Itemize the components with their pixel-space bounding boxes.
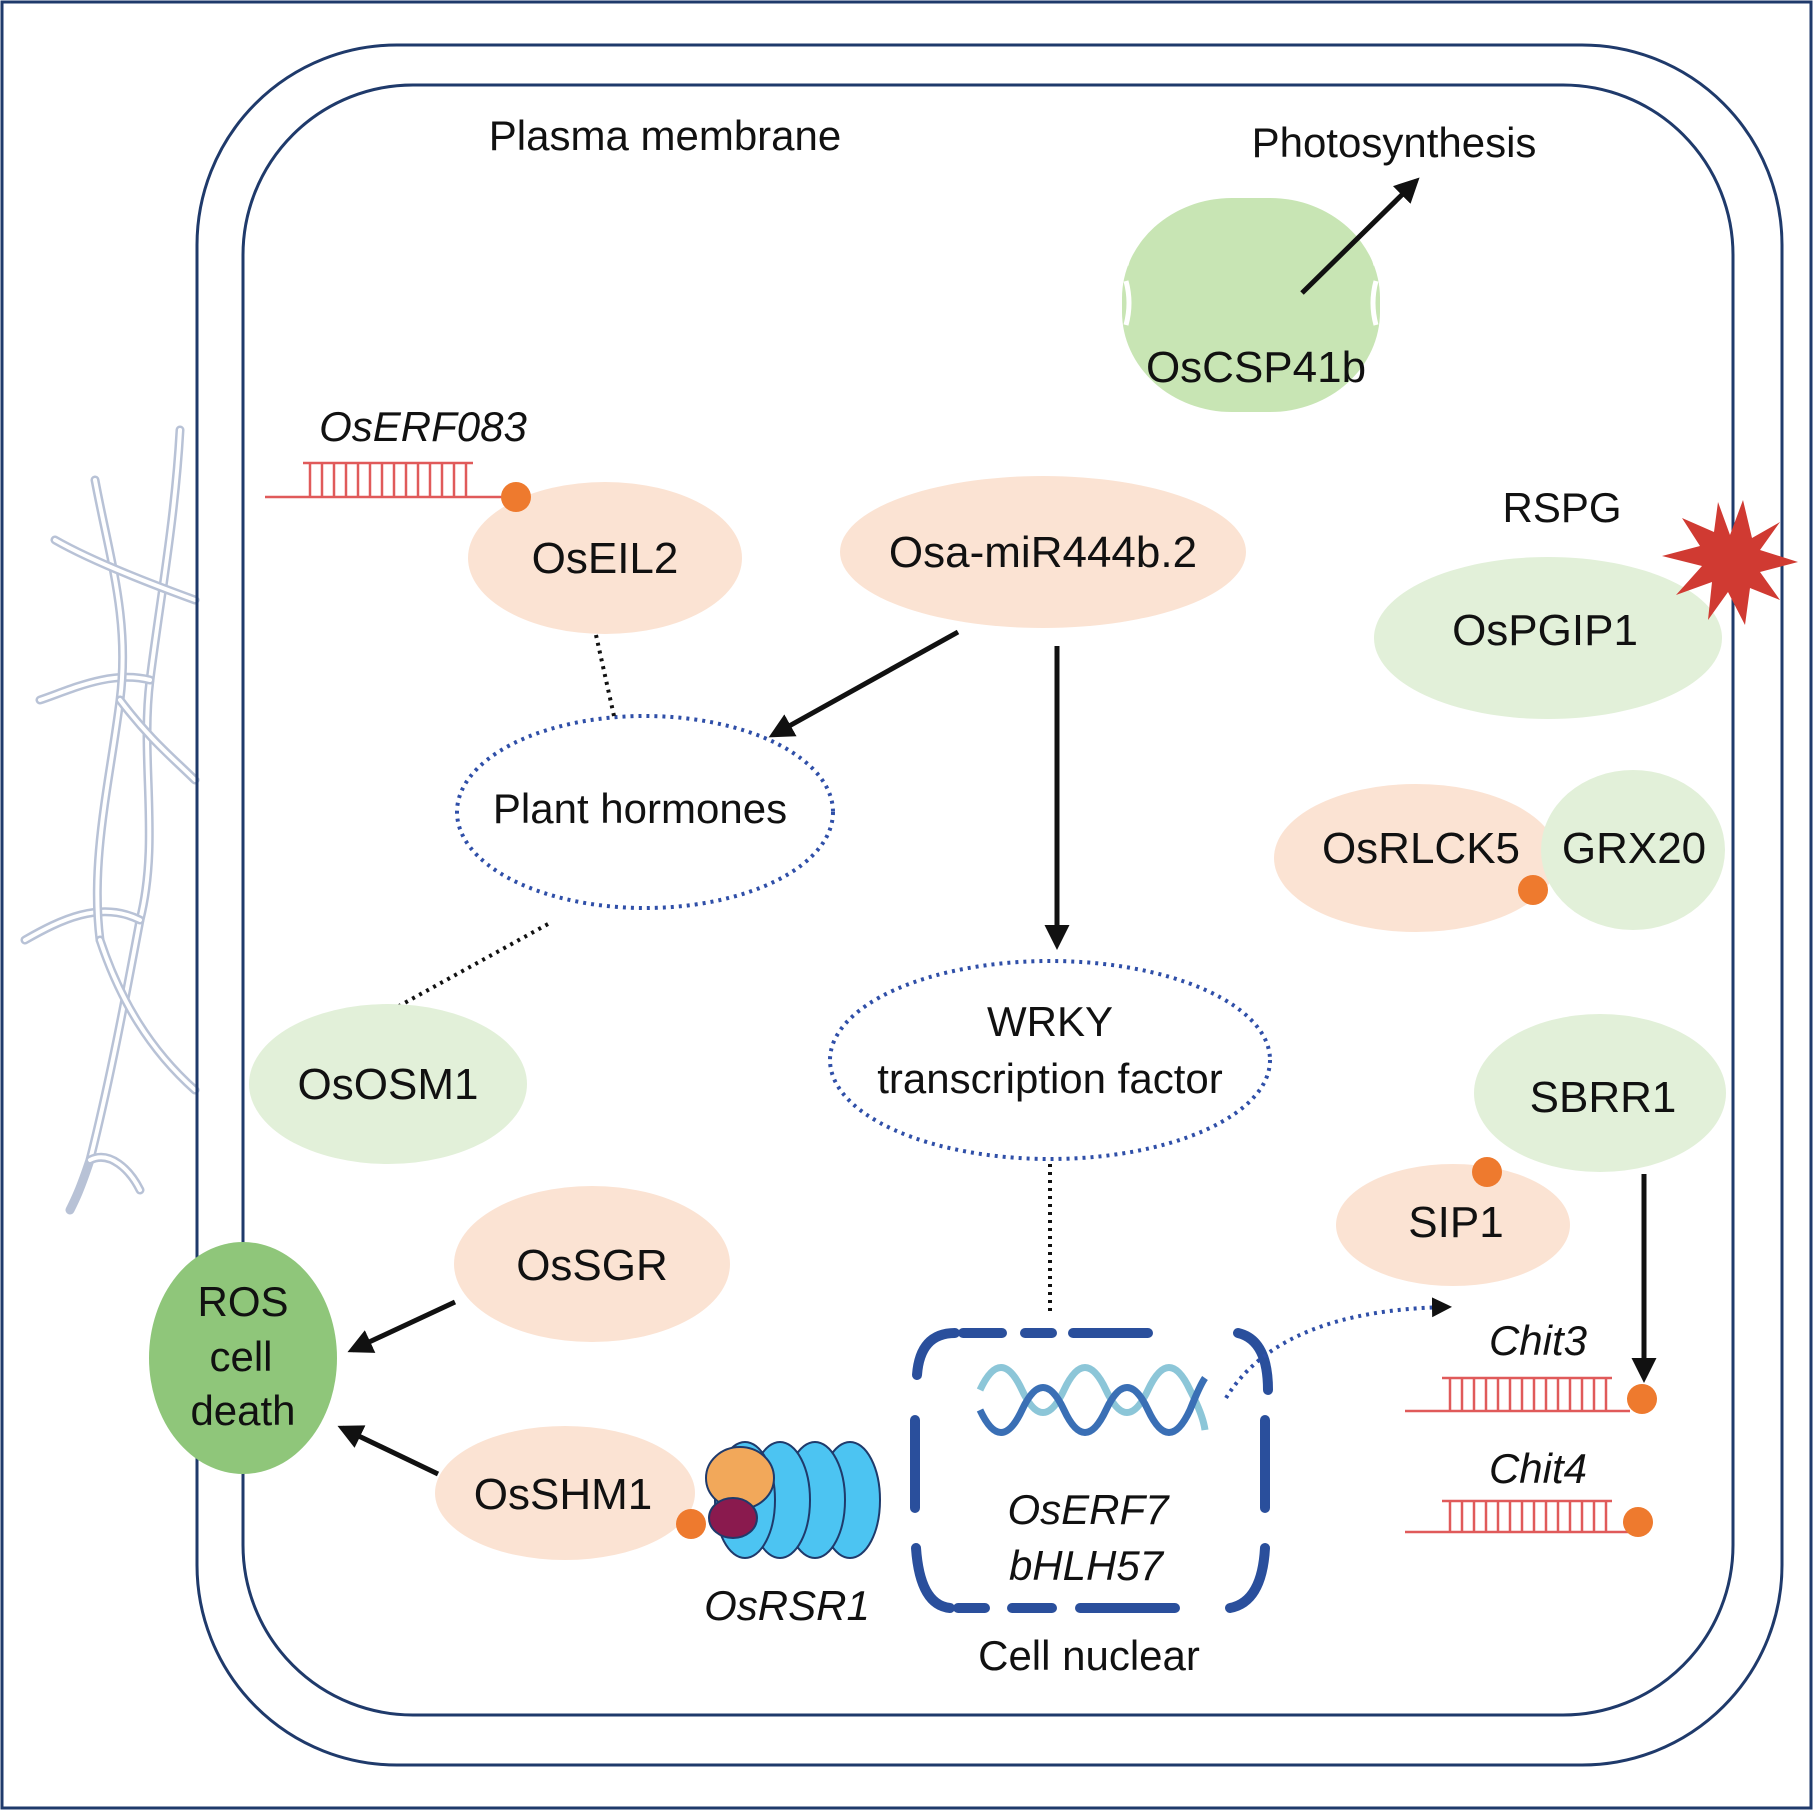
oseil2-node bbox=[468, 482, 742, 634]
hormones-to-ososm1-link bbox=[398, 922, 549, 1008]
cell-nuclear-label: Cell nuclear bbox=[978, 1632, 1200, 1679]
photosynthesis-label: Photosynthesis bbox=[1252, 119, 1537, 166]
osrlck5-grx20-binding-dot bbox=[1518, 875, 1548, 905]
oseil2-to-hormones-link bbox=[594, 634, 616, 717]
ossgr-to-ros-arrow bbox=[347, 1299, 457, 1353]
oseil2-label: OsEIL2 bbox=[532, 534, 679, 583]
ososm1-node bbox=[249, 1004, 527, 1164]
bhlh57-label: bHLH57 bbox=[1009, 1542, 1165, 1589]
wrky-label-line2: transcription factor bbox=[877, 1055, 1222, 1102]
chit4-binding-dot bbox=[1623, 1507, 1653, 1537]
chit4-mrna-icon bbox=[1405, 1499, 1630, 1534]
ososm1-label: OsOSM1 bbox=[298, 1060, 479, 1109]
ossgr-label: OsSGR bbox=[516, 1241, 668, 1290]
chit4-label: Chit4 bbox=[1489, 1445, 1587, 1492]
ospgip1-node bbox=[1374, 557, 1722, 719]
oseil2-binding-dot bbox=[501, 482, 531, 512]
plant-hormones-label: Plant hormones bbox=[493, 785, 787, 832]
rspg-label: RSPG bbox=[1502, 484, 1621, 531]
oserf083-label: OsERF083 bbox=[319, 403, 527, 450]
ribosome-icon bbox=[705, 1441, 881, 1559]
grx20-label: GRX20 bbox=[1562, 824, 1706, 873]
plasma-membrane bbox=[241, 83, 1735, 1717]
osrlck5-label: OsRLCK5 bbox=[1322, 824, 1520, 873]
osrsr1-label: OsRSR1 bbox=[704, 1582, 870, 1629]
plasma-membrane-label: Plasma membrane bbox=[489, 112, 841, 159]
rspg-star-icon bbox=[1662, 500, 1798, 625]
chloroplast bbox=[1122, 198, 1380, 412]
wrky-label-line1: WRKY bbox=[987, 998, 1113, 1045]
ros-cell-death-node bbox=[149, 1242, 337, 1474]
oserf7-label: OsERF7 bbox=[1007, 1486, 1170, 1533]
osrlck5-node bbox=[1274, 784, 1558, 932]
grx20-node bbox=[1541, 770, 1725, 930]
wrky-node bbox=[828, 959, 1272, 1161]
arrow-to-photosynthesis bbox=[1300, 177, 1420, 295]
dna-helix-icon bbox=[976, 1364, 1209, 1436]
osshm1-to-ros-arrow bbox=[337, 1425, 440, 1477]
cell-wall bbox=[195, 43, 1784, 1767]
sip1-node bbox=[1336, 1164, 1570, 1286]
nucleus-to-chit3-arrow bbox=[1224, 1297, 1452, 1400]
osshm1-node bbox=[435, 1426, 695, 1560]
chit3-label: Chit3 bbox=[1489, 1317, 1587, 1364]
sip1-label: SIP1 bbox=[1408, 1198, 1503, 1247]
osshm1-binding-dot bbox=[676, 1509, 706, 1539]
ros-label-line1: ROS bbox=[197, 1278, 288, 1325]
chit3-mrna-icon bbox=[1405, 1376, 1630, 1413]
fungal-hyphae-icon bbox=[20, 425, 200, 1215]
mir444-label: Osa-miR444b.2 bbox=[889, 528, 1197, 577]
sbrr1-label: SBRR1 bbox=[1530, 1073, 1677, 1122]
chit3-binding-dot bbox=[1627, 1384, 1657, 1414]
oserf083-mrna-icon bbox=[265, 461, 512, 499]
mir444-to-hormones-arrow bbox=[768, 629, 960, 738]
plant-hormones-node bbox=[455, 714, 835, 910]
osshm1-label: OsSHM1 bbox=[474, 1470, 652, 1519]
oscsp41b-label: OsCSP41b bbox=[1146, 343, 1366, 392]
ros-label-line3: death bbox=[190, 1387, 295, 1434]
nucleus-boundary bbox=[910, 1328, 1273, 1613]
ros-label-line2: cell bbox=[209, 1333, 272, 1380]
sip1-sbrr1-binding-dot bbox=[1472, 1157, 1502, 1187]
ospgip1-label: OsPGIP1 bbox=[1452, 606, 1638, 655]
sbrr1-node bbox=[1474, 1014, 1726, 1172]
mir444-node bbox=[840, 476, 1246, 628]
ossgr-node bbox=[454, 1186, 730, 1342]
